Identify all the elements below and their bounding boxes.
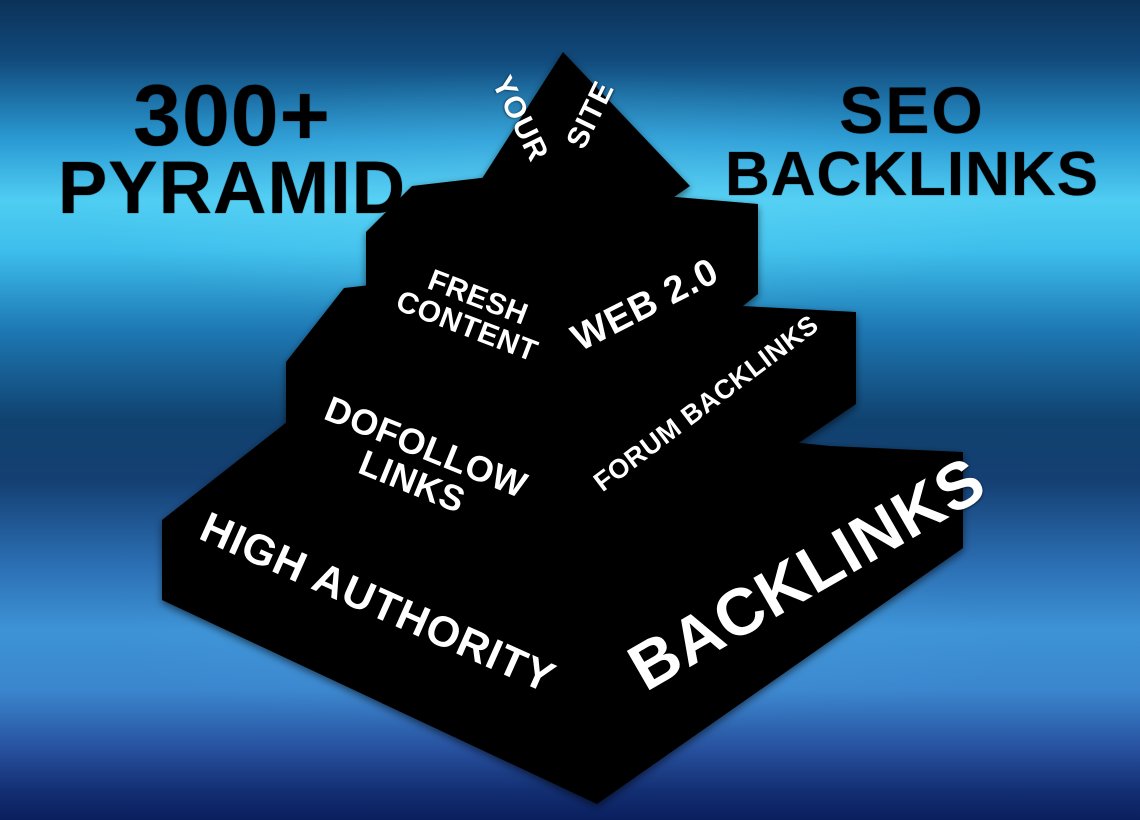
headline-right-line1: SEO bbox=[839, 73, 985, 147]
headline-right-line2: BACKLINKS bbox=[724, 139, 1100, 209]
headline-left-line2: PYRAMID bbox=[57, 146, 407, 230]
pyramid-tier-third bbox=[286, 276, 856, 578]
headline-left: 300+ PYRAMID bbox=[22, 68, 442, 230]
headline-right: SEO BACKLINKS bbox=[702, 73, 1122, 209]
pyramid-tier-second bbox=[366, 176, 758, 420]
pyramid-tier-base bbox=[162, 404, 963, 804]
pyramid-tier-apex bbox=[476, 52, 690, 248]
headline-left-line1: 300+ bbox=[133, 68, 331, 164]
